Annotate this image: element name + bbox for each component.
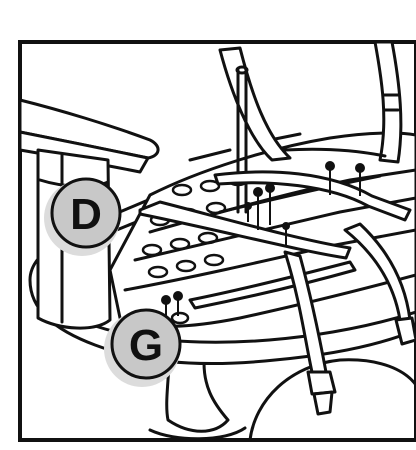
screw	[265, 183, 275, 225]
support-pole-top	[235, 65, 249, 75]
strap-buckle-right	[394, 316, 416, 346]
strap-buckle-left	[306, 370, 337, 396]
backrest-upright-right	[373, 40, 403, 164]
callout-d-badge	[50, 177, 122, 249]
seat-plate-slot	[188, 148, 232, 162]
support-pole	[236, 68, 248, 214]
screw	[282, 222, 290, 246]
callout-d-label: D	[70, 190, 102, 239]
callout-g-label: G	[129, 321, 163, 370]
restraint-bar-front	[138, 200, 352, 260]
strap-buckle-left-clip	[312, 390, 334, 416]
backrest-strap	[382, 93, 400, 112]
chair-base-foot	[148, 426, 247, 441]
restraint-bar-side	[213, 170, 412, 222]
screw	[253, 187, 263, 230]
fasteners	[161, 161, 365, 318]
screw	[325, 161, 335, 195]
chair-base-column	[165, 348, 230, 433]
screw	[173, 291, 183, 316]
callout-d: D	[44, 177, 122, 256]
backrest-crossbar	[283, 147, 387, 158]
callout-g-badge	[110, 308, 182, 380]
screw	[355, 163, 365, 196]
seat-shell-bottom-curve	[248, 358, 416, 442]
seat-plate-slot	[188, 260, 357, 310]
chair-drawing	[18, 40, 416, 442]
callout-g: G	[104, 308, 182, 387]
screw	[244, 202, 252, 222]
